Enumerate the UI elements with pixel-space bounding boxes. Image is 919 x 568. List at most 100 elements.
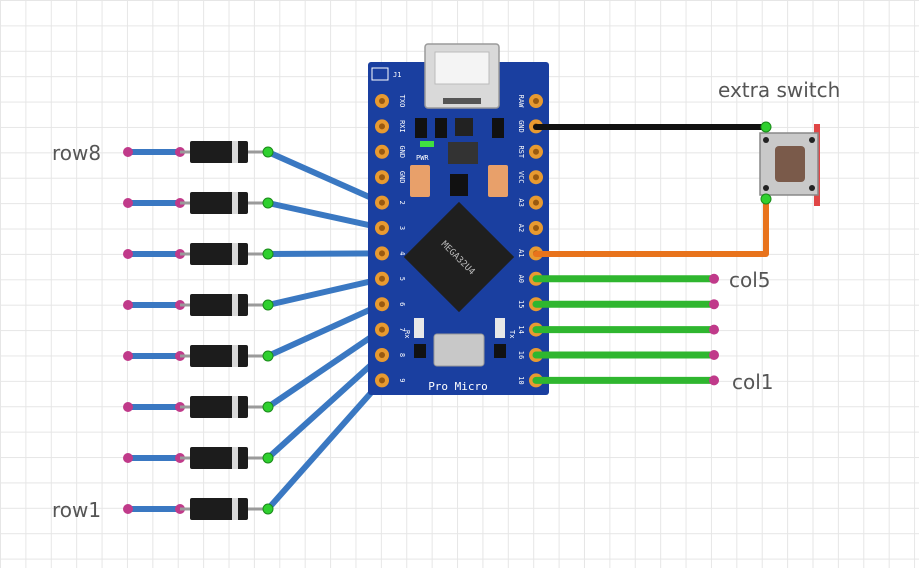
- pin-label: VCC: [517, 171, 525, 184]
- switch-button: [775, 146, 805, 182]
- switch-label: extra switch: [718, 78, 840, 102]
- pin-hole: [379, 301, 385, 308]
- diode-lead-end: [262, 350, 274, 362]
- col-endpoint: [709, 375, 719, 386]
- row-wires: [123, 147, 385, 514]
- pin-label: GND: [398, 171, 406, 184]
- diode-body: [190, 192, 248, 214]
- row-endpoint: [123, 504, 133, 514]
- diode-body: [190, 294, 248, 316]
- board-name: Pro Micro: [428, 380, 488, 393]
- pin-label: A2: [517, 224, 525, 232]
- pin-label: RST: [517, 145, 525, 158]
- diode-lead-end: [262, 401, 274, 413]
- diode-lead-end: [262, 452, 274, 464]
- pin-hole: [379, 148, 385, 155]
- pin-label: A0: [517, 275, 525, 283]
- col-endpoint: [709, 273, 719, 284]
- pin-label: GND: [398, 145, 406, 158]
- diode-body: [190, 243, 248, 265]
- pin-label: 3: [398, 226, 406, 230]
- diode-band: [232, 396, 238, 418]
- crystal: [433, 333, 485, 367]
- col-endpoint: [709, 350, 719, 360]
- column-wires: [532, 273, 719, 386]
- pwr-led: [420, 141, 434, 147]
- component: [415, 118, 427, 138]
- pin-hole: [379, 352, 385, 358]
- component: [435, 118, 447, 138]
- usb-port: [434, 51, 490, 85]
- row-endpoint: [123, 198, 133, 208]
- row-wire: [265, 200, 385, 231]
- diodes: [175, 141, 274, 520]
- col-bottom-label: col1: [732, 370, 774, 394]
- switch-corner: [809, 137, 815, 143]
- diode-band: [232, 141, 238, 163]
- pin-hole: [379, 174, 385, 181]
- row-endpoint: [123, 147, 133, 157]
- pin-label: 15: [517, 300, 525, 308]
- diode-lead-end: [262, 248, 274, 260]
- pro-micro-board: J1 PWR Rx Tx MEGA32U4 Pro Micro TXORXIGN…: [368, 43, 549, 395]
- pin-label: 10: [517, 376, 525, 384]
- pin-hole: [379, 123, 385, 130]
- pin-hole: [379, 326, 385, 333]
- row-endpoint: [123, 351, 133, 361]
- component: [414, 344, 426, 358]
- component: [448, 142, 478, 164]
- tactile-switch: [759, 121, 820, 206]
- resistor: [414, 318, 424, 338]
- tx-label: Tx: [508, 330, 516, 338]
- row-wire: [265, 301, 385, 359]
- pin-hole: [533, 199, 539, 206]
- diode-band: [232, 498, 238, 520]
- pin-label: GND: [517, 120, 525, 133]
- pin-label: RXI: [398, 120, 406, 133]
- pin-label: A3: [517, 198, 525, 206]
- capacitor: [410, 165, 430, 197]
- pin-label: 9: [398, 378, 406, 382]
- pin-hole: [379, 225, 385, 231]
- row-wire: [265, 352, 385, 461]
- pin-hole: [533, 174, 539, 181]
- row-wire: [265, 149, 385, 206]
- regulator: [450, 174, 468, 196]
- pin-label: TXO: [398, 95, 406, 108]
- pin-hole: [533, 225, 539, 231]
- pin-hole: [379, 250, 385, 257]
- pwr-label: PWR: [416, 154, 429, 162]
- diode-lead-end: [262, 146, 274, 158]
- capacitor: [488, 165, 508, 197]
- component: [494, 344, 506, 358]
- pin-hole: [379, 377, 385, 384]
- pin-label: 6: [398, 302, 406, 306]
- pin-hole: [533, 98, 539, 104]
- diode-body: [190, 141, 248, 163]
- component: [492, 118, 504, 138]
- diode-body: [190, 345, 248, 367]
- row-wire: [265, 250, 385, 257]
- pin-hole: [533, 148, 539, 155]
- pin-hole: [379, 199, 385, 206]
- row-wire: [265, 275, 385, 308]
- pin-label: 16: [517, 351, 525, 359]
- switch-corner: [763, 137, 769, 143]
- pin-label: 7: [398, 327, 406, 331]
- pin-label: RAW: [517, 95, 525, 108]
- diode-lead-end: [262, 503, 274, 515]
- diode-body: [190, 498, 248, 520]
- pin-hole: [379, 98, 385, 104]
- col-endpoint: [709, 299, 719, 310]
- row-bottom-label: row1: [52, 498, 101, 522]
- board-components: [410, 118, 508, 367]
- row-wire: [265, 377, 385, 512]
- diode-band: [232, 345, 238, 367]
- switch-corner: [809, 185, 815, 191]
- diode-lead-end: [262, 197, 274, 209]
- diode-body: [190, 447, 248, 469]
- pin-label: 8: [398, 353, 406, 357]
- row-top-label: row8: [52, 141, 101, 165]
